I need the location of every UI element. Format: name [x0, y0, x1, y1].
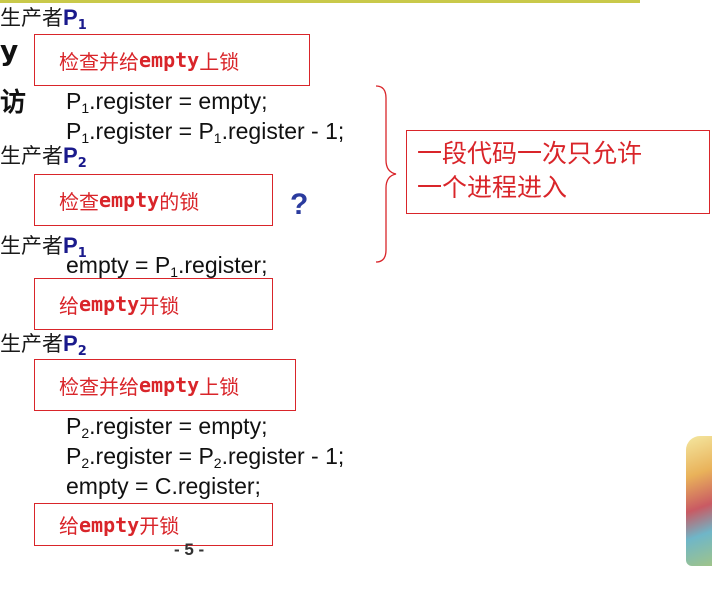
producer-heading-4: 生产者P2 [0, 331, 87, 359]
note-line: 一个进程进入 [417, 173, 568, 202]
producer-heading-2: 生产者P2 [0, 143, 87, 171]
code-line: empty = C.register; [66, 473, 261, 499]
edge-text-fragment: 访 [0, 88, 27, 118]
decorative-illustration [686, 436, 712, 566]
question-mark: ? [290, 188, 309, 221]
critical-section-note: 一段代码一次只允许 一个进程进入 [406, 130, 710, 214]
top-rule [0, 0, 640, 3]
producer-heading-1: 生产者P1 [0, 5, 87, 33]
producer-heading-3: 生产者P1 [0, 233, 87, 261]
curly-brace [375, 85, 397, 263]
edge-text-fragment: y [0, 34, 19, 67]
page-number: - 5 - [174, 540, 205, 559]
note-line: 一段代码一次只允许 [417, 139, 643, 168]
code-line: empty = P1.register; [66, 252, 268, 280]
code-line: P2.register = P2.register - 1; [66, 443, 345, 471]
code-line: P1.register = empty; [66, 88, 268, 116]
code-line: P1.register = P1.register - 1; [66, 118, 345, 146]
code-line: P2.register = empty; [66, 413, 268, 441]
